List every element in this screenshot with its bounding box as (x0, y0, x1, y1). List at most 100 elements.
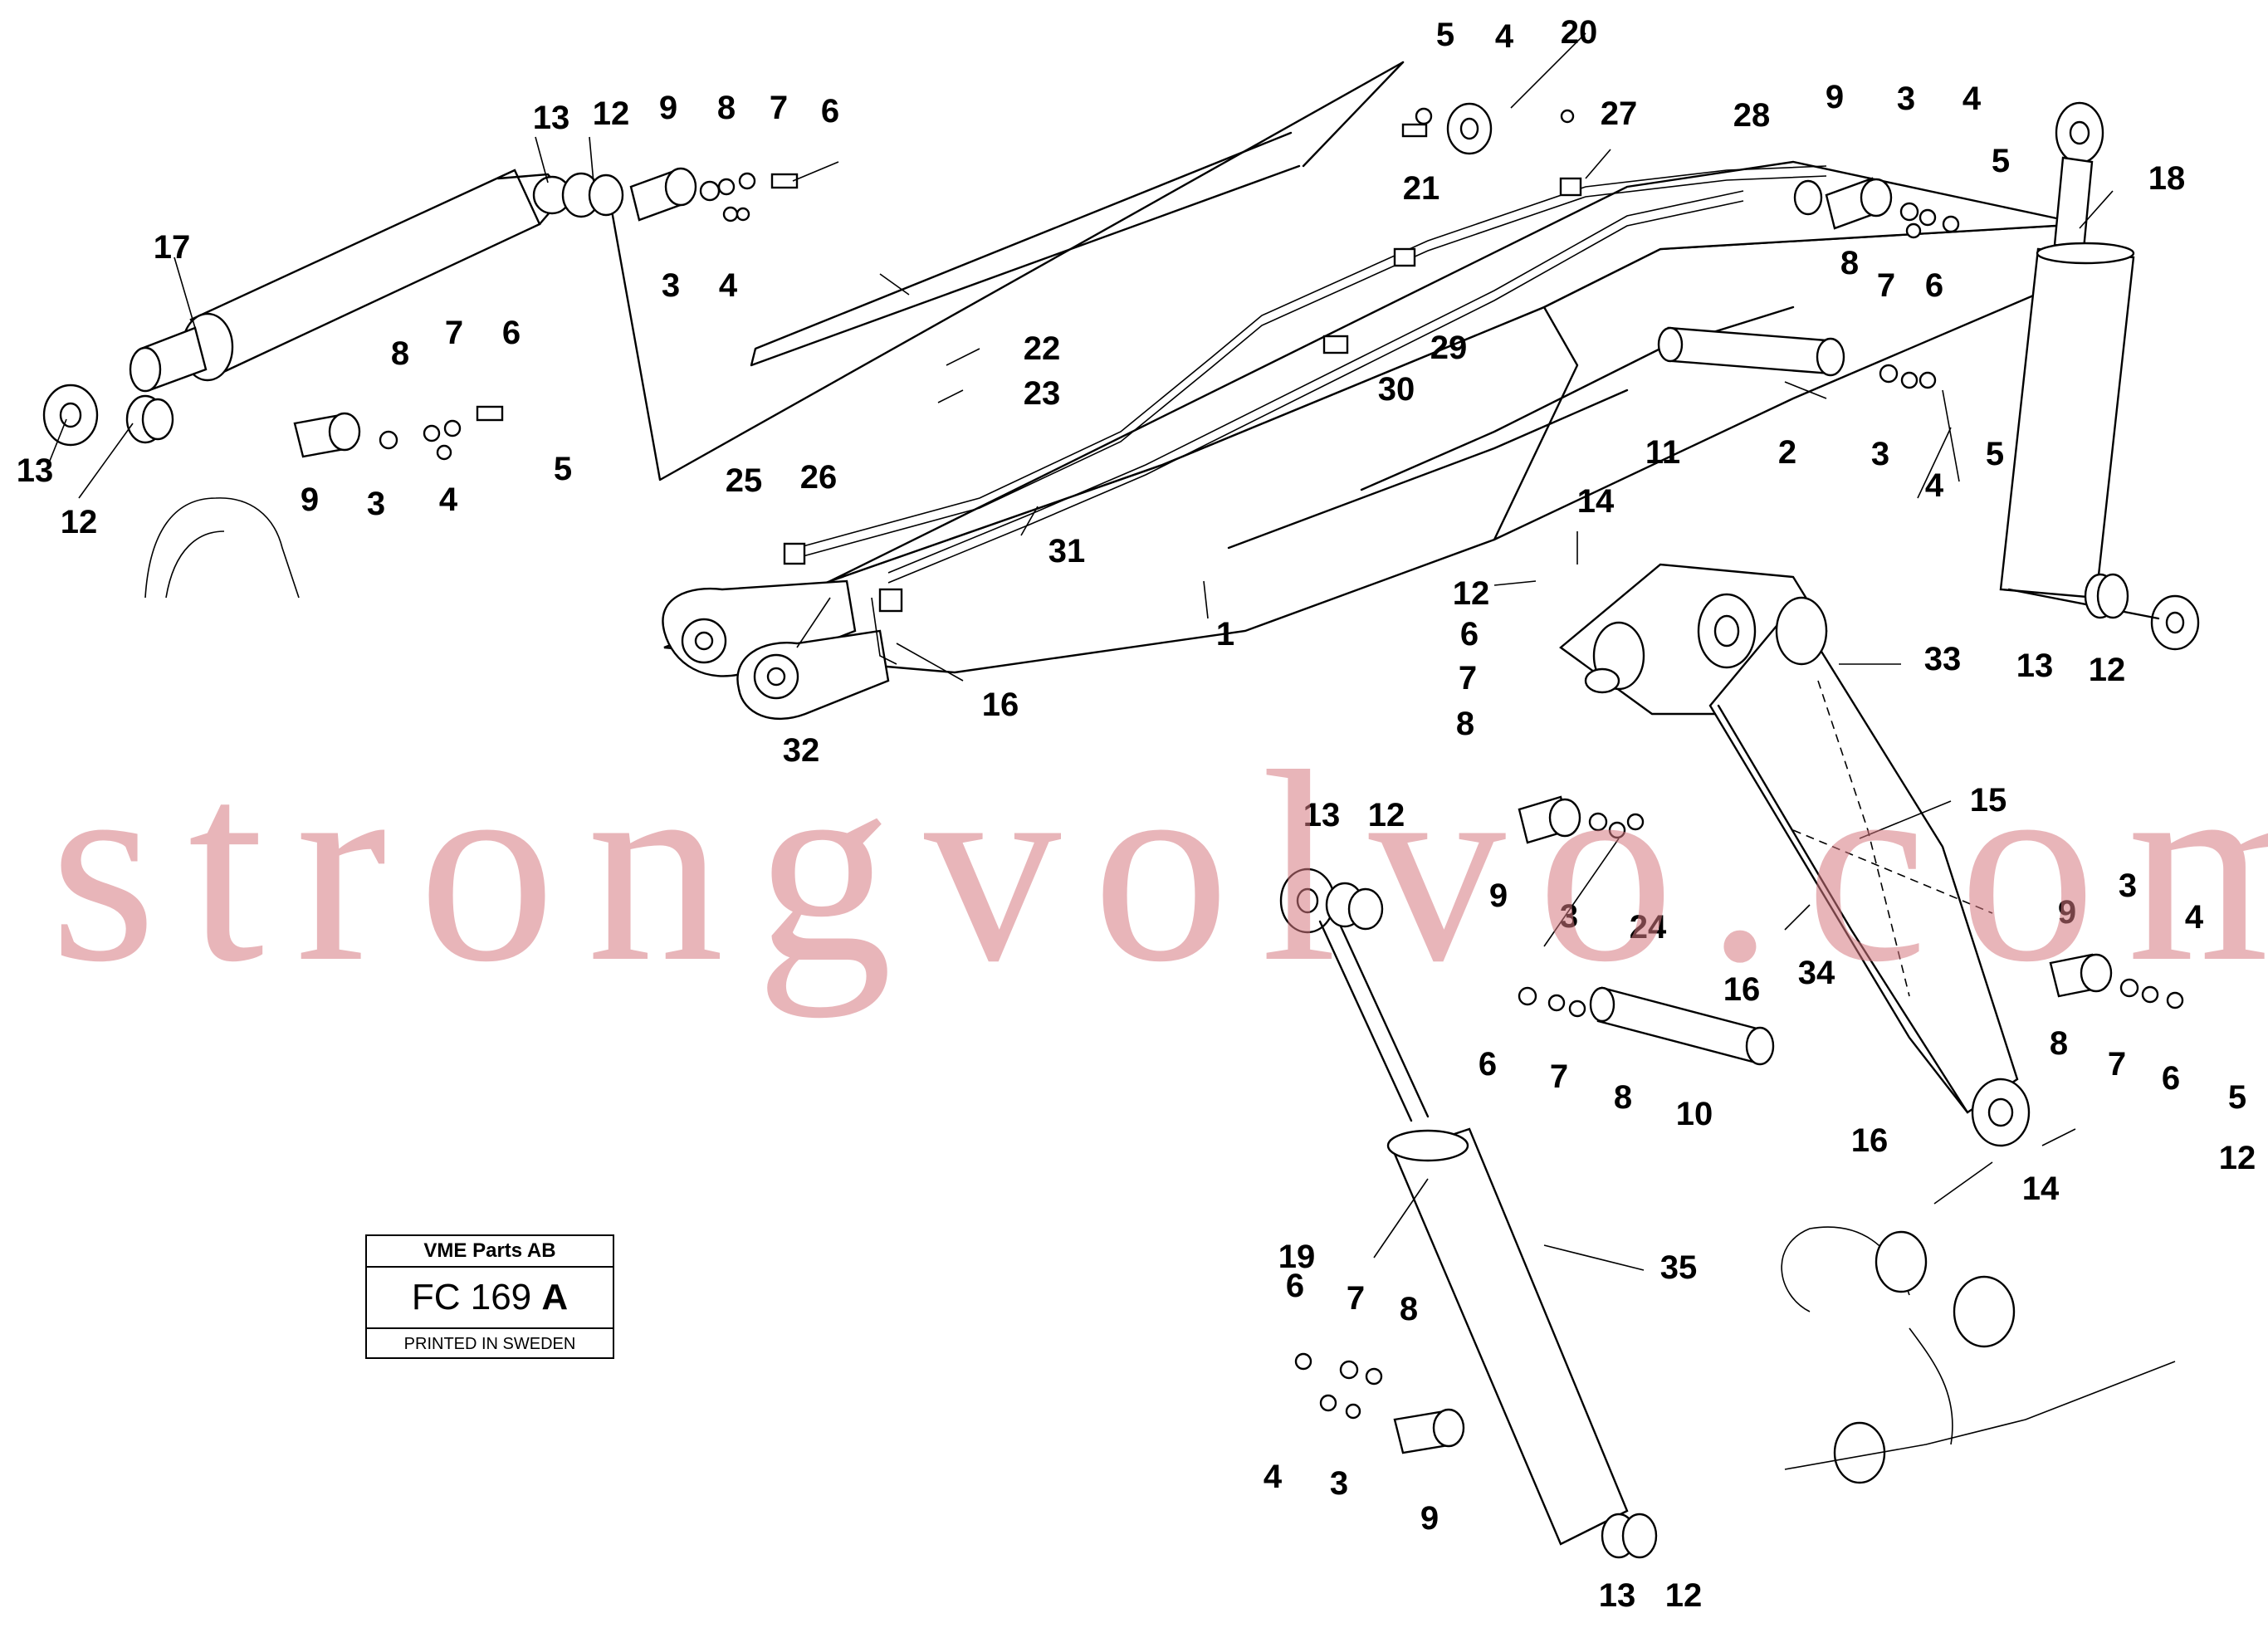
callout-6: 6 (821, 93, 839, 130)
callout-22: 22 (1024, 330, 1061, 367)
drawing-code-suffix: A (541, 1277, 569, 1317)
callout-3: 3 (1871, 436, 1889, 472)
arm (1559, 563, 2031, 1147)
callout-13: 13 (17, 452, 54, 489)
leader-lines (49, 32, 2114, 1271)
callout-12: 12 (2089, 652, 2126, 688)
bucket-sketch (144, 497, 300, 599)
boom-cylinder (1999, 101, 2200, 651)
callout-17: 17 (154, 229, 191, 266)
pin-set-mid-right (2049, 953, 2184, 1009)
callout-7: 7 (445, 315, 463, 351)
callout-16: 16 (982, 687, 1019, 723)
callout-23: 23 (1024, 375, 1061, 412)
drawing-code: FC 169 A (367, 1268, 613, 1329)
pin-2 (1657, 326, 1937, 389)
callout-6: 6 (502, 315, 521, 351)
callout-32: 32 (783, 732, 820, 769)
callout-7: 7 (1877, 267, 1895, 304)
callout-15: 15 (1970, 782, 2007, 819)
bucket-cylinder (42, 169, 624, 447)
callout-9: 9 (1420, 1500, 1439, 1537)
callout-21: 21 (1403, 170, 1440, 207)
callout-5: 5 (554, 451, 572, 487)
callout-29: 29 (1430, 330, 1468, 366)
company-name: VME Parts AB (367, 1236, 613, 1268)
callout-9: 9 (659, 90, 677, 126)
callout-3: 3 (1897, 81, 1915, 117)
callout-3: 3 (367, 486, 385, 522)
pin-set-20 (1401, 102, 1575, 155)
callout-3: 3 (2119, 868, 2137, 904)
outline-frames (604, 61, 1405, 481)
callout-9: 9 (1826, 79, 1844, 115)
linkage-sketch (1781, 1226, 2176, 1484)
callout-8: 8 (1840, 245, 1859, 281)
callout-14: 14 (2022, 1171, 2060, 1207)
callout-4: 4 (719, 267, 738, 304)
callout-4: 4 (1264, 1459, 1283, 1495)
callout-19: 19 (1278, 1239, 1316, 1275)
callout-13: 13 (1303, 797, 1341, 833)
callout-8: 8 (1614, 1079, 1632, 1116)
callout-1: 1 (1216, 616, 1234, 652)
callout-13: 13 (1599, 1577, 1636, 1614)
callout-5: 5 (1986, 436, 2004, 472)
callout-25: 25 (726, 462, 763, 499)
callout-8: 8 (1456, 706, 1474, 742)
callout-31: 31 (1048, 533, 1086, 569)
callout-13: 13 (2016, 648, 2054, 684)
callout-28: 28 (1733, 97, 1771, 134)
callout-4: 4 (439, 481, 458, 518)
pin-set-center (1518, 795, 1645, 844)
callout-2: 2 (1778, 434, 1796, 471)
callout-24: 24 (1630, 909, 1667, 946)
callout-4: 4 (1925, 467, 1944, 504)
callout-12: 12 (1368, 797, 1405, 833)
callout-8: 8 (2050, 1025, 2068, 1062)
callout-9: 9 (1489, 877, 1508, 914)
pin-set-left (293, 405, 504, 461)
callout-27: 27 (1601, 95, 1638, 132)
title-block: VME Parts AB FC 169 A PRINTED IN SWEDEN (365, 1234, 614, 1359)
hydraulic-pipes (783, 165, 1827, 665)
pin-10 (1518, 986, 1775, 1066)
callout-6: 6 (1460, 616, 1479, 652)
callout-7: 7 (770, 90, 788, 126)
callout-33: 33 (1924, 641, 1962, 677)
callout-34: 34 (1798, 955, 1835, 991)
callout-10: 10 (1676, 1096, 1713, 1132)
callout-9: 9 (2058, 894, 2076, 931)
callout-30: 30 (1378, 371, 1415, 408)
callout-8: 8 (391, 335, 409, 372)
callout-3: 3 (1560, 898, 1578, 935)
stick-cylinder (1279, 868, 1658, 1559)
callout-11: 11 (1645, 434, 1680, 471)
callout-5: 5 (2228, 1079, 2246, 1116)
callout-7: 7 (2108, 1046, 2126, 1083)
callout-8: 8 (717, 90, 736, 126)
callout-13: 13 (533, 100, 570, 136)
callout-18: 18 (2148, 160, 2186, 197)
callout-12: 12 (593, 95, 630, 132)
printed-note: PRINTED IN SWEDEN (403, 1335, 576, 1353)
callout-20: 20 (1561, 14, 1598, 51)
pin-set-top (629, 167, 799, 222)
callout-12: 12 (1453, 575, 1490, 612)
callout-26: 26 (800, 459, 838, 496)
callout-6: 6 (1479, 1046, 1497, 1083)
callout-12: 12 (2219, 1140, 2256, 1176)
callout-6: 6 (1925, 267, 1943, 304)
callout-3: 3 (662, 267, 680, 304)
callout-6: 6 (1286, 1268, 1304, 1304)
pin-set-right-top (1793, 177, 1960, 239)
callout-12: 12 (61, 504, 98, 540)
callout-5: 5 (1436, 17, 1454, 53)
callout-35: 35 (1660, 1249, 1698, 1286)
callout-12: 12 (1665, 1577, 1703, 1614)
callout-6: 6 (2162, 1060, 2180, 1097)
callout-5: 5 (1992, 143, 2010, 179)
callout-8: 8 (1400, 1291, 1418, 1327)
